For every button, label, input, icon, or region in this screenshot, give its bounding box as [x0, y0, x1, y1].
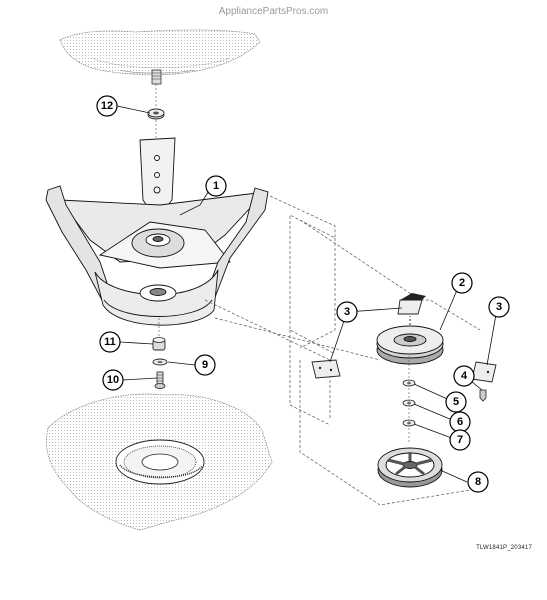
svg-text:1: 1	[213, 180, 219, 192]
callout-2: 2	[451, 272, 473, 294]
svg-text:8: 8	[475, 476, 481, 488]
callout-11: 11	[99, 331, 121, 353]
screw-part-4	[479, 389, 487, 402]
watermark: AppliancePartsPros.com	[218, 6, 329, 17]
callout-10: 10	[102, 369, 124, 391]
callout-4: 4	[453, 365, 475, 387]
svg-text:5: 5	[453, 396, 459, 408]
svg-text:7: 7	[457, 434, 463, 446]
nut-part-12	[147, 84, 165, 138]
spacer-part-11	[152, 318, 166, 351]
drawing-code: TLW1841P_203417	[476, 545, 532, 551]
svg-text:2: 2	[459, 277, 465, 289]
svg-text:3: 3	[344, 306, 350, 318]
svg-text:6: 6	[457, 416, 463, 428]
callout-6: 6	[449, 411, 471, 433]
pad-part-3-right	[471, 361, 497, 383]
drive-pulley-part-2	[376, 316, 444, 365]
svg-text:4: 4	[461, 370, 468, 382]
callout-5: 5	[445, 391, 467, 413]
tub-base-part	[46, 393, 273, 531]
svg-text:10: 10	[107, 374, 119, 386]
callout-3-left: 3	[336, 301, 358, 323]
washer-part-9	[152, 358, 168, 366]
tub-bottom-part	[59, 29, 261, 85]
callout-9: 9	[194, 354, 216, 376]
pad-part-3-top	[397, 293, 426, 315]
callout-7: 7	[449, 429, 471, 451]
callout-1: 1	[205, 175, 227, 197]
svg-text:9: 9	[202, 359, 208, 371]
callout-8: 8	[467, 471, 489, 493]
svg-text:11: 11	[104, 336, 116, 348]
callout-3-right: 3	[488, 296, 510, 318]
pulley-part-8	[377, 447, 443, 488]
drive-bracket-part-1	[45, 137, 269, 326]
svg-text:3: 3	[496, 301, 502, 313]
bolt-part-10	[154, 371, 166, 389]
pad-part-3-left	[311, 359, 341, 379]
svg-text:12: 12	[101, 100, 113, 112]
callout-12: 12	[96, 95, 118, 117]
